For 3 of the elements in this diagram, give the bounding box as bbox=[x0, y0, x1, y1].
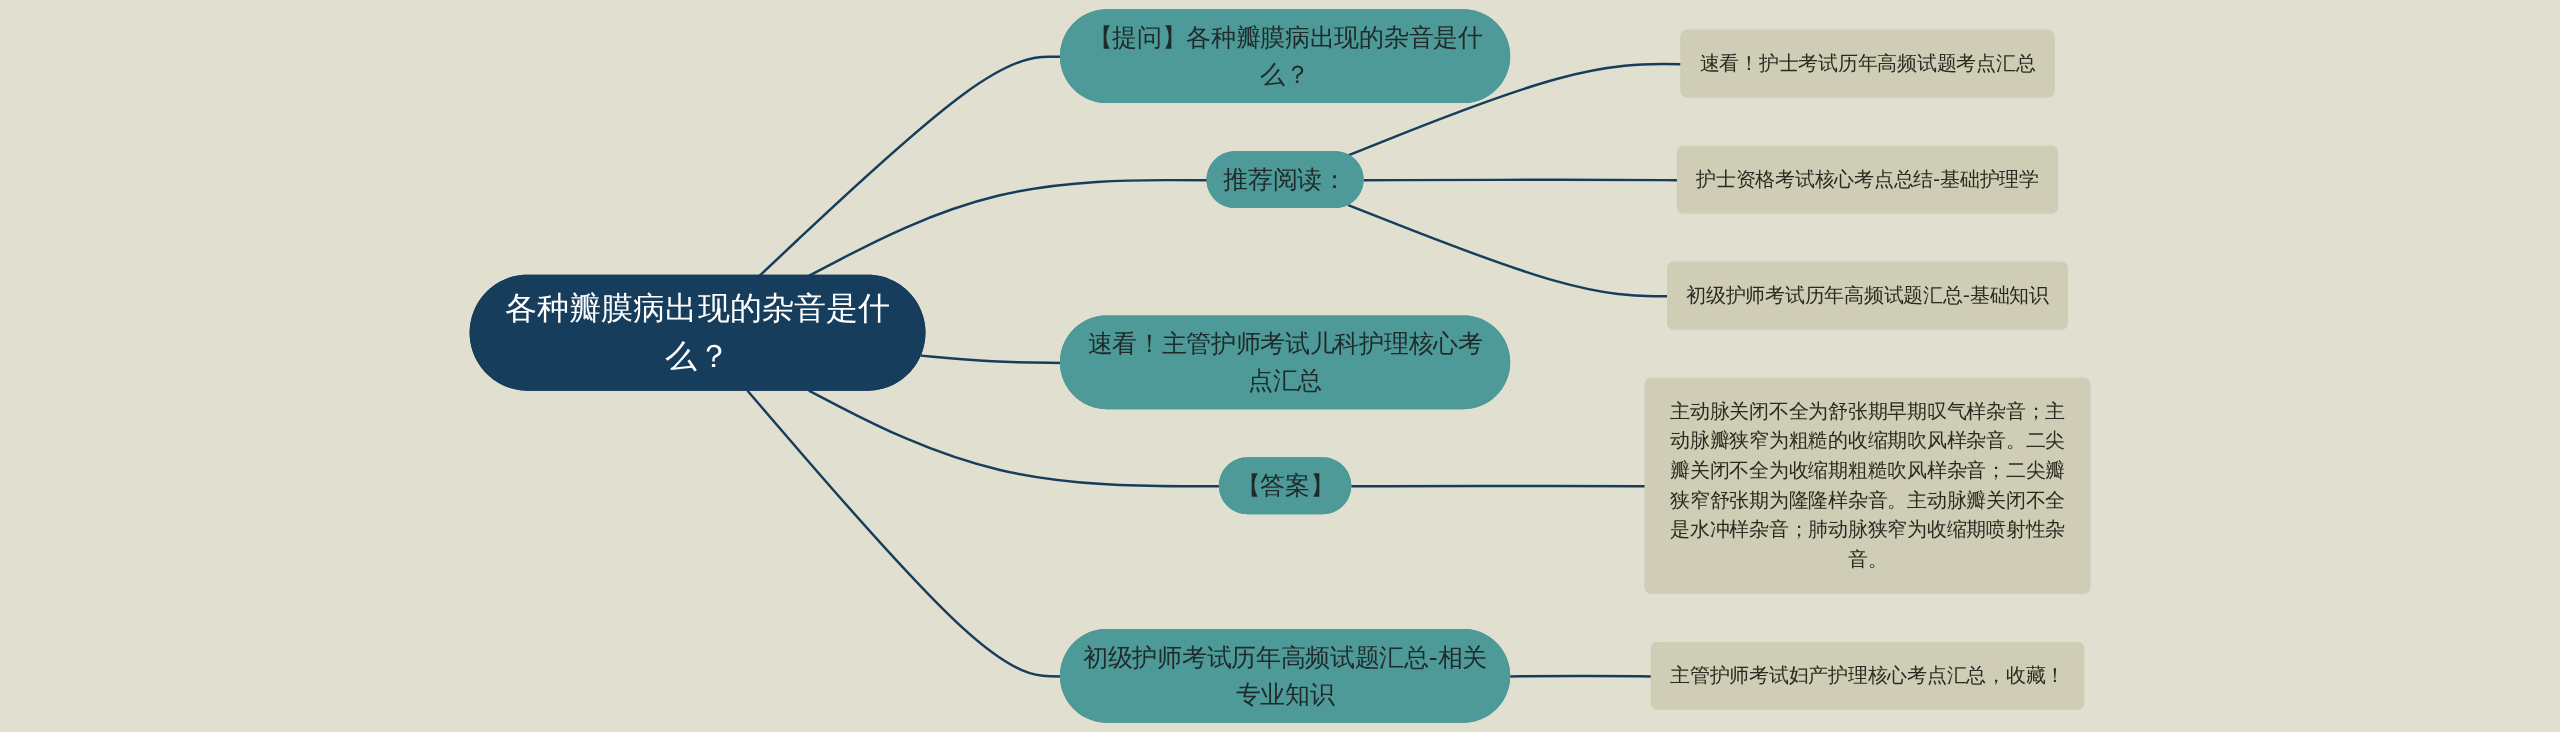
connector bbox=[808, 178, 1208, 277]
connector bbox=[1347, 62, 1682, 157]
connector bbox=[1351, 484, 1646, 488]
